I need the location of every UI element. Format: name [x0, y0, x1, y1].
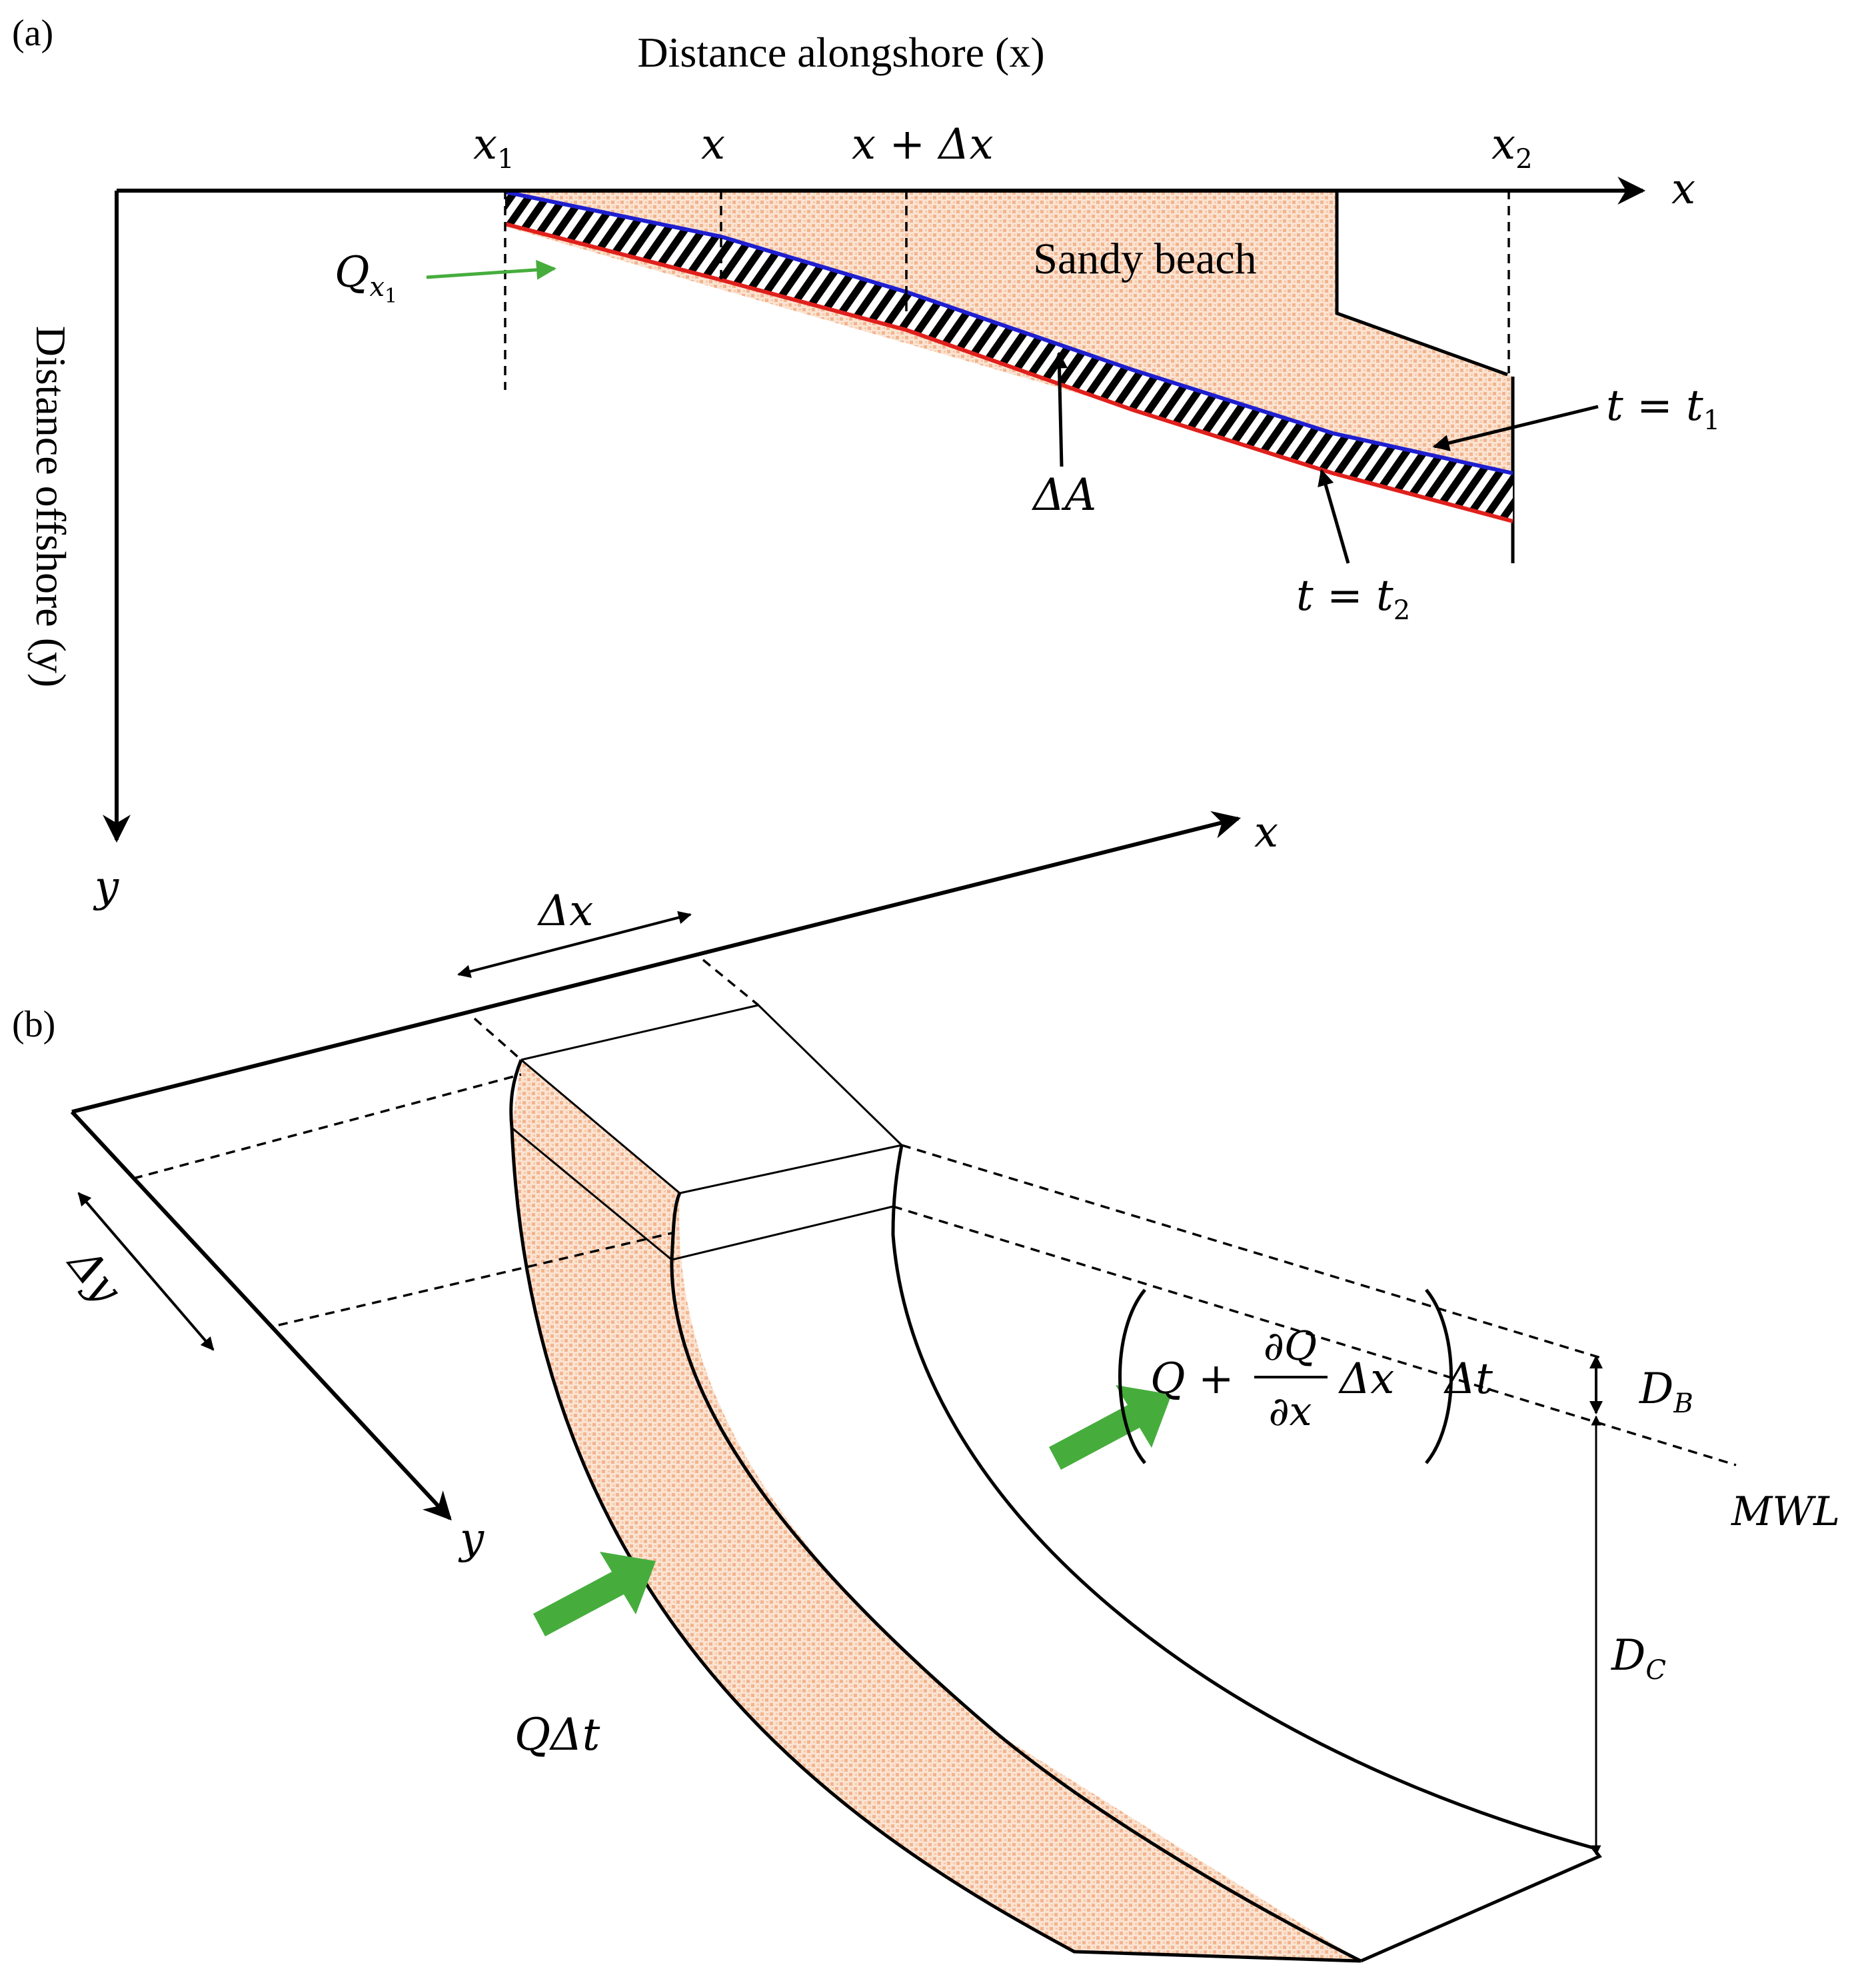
shoreline-t1	[504, 190, 1513, 475]
panel-a: (a) Distance alongshore (x) x y Distance…	[12, 13, 1720, 912]
profile-block-top	[511, 1004, 903, 1261]
dy-label: Δy	[57, 1238, 131, 1314]
tick-x-plus-dx: x + Δx	[852, 120, 994, 169]
panel-b-y-var: y	[458, 1514, 484, 1564]
delta-a-pointer	[1051, 351, 1068, 467]
panel-b: (b) x y	[12, 808, 1840, 1963]
groyne-outline	[1335, 190, 1508, 377]
dx-dimension-arrow	[457, 911, 692, 979]
mwl-label: MWL	[1731, 1488, 1840, 1535]
tick-x: x	[701, 120, 725, 169]
outflow-q: Q	[1150, 1354, 1185, 1404]
flux-label-qx1: Qx1	[335, 248, 397, 308]
flux-arrow-qx1	[426, 259, 556, 280]
panel-b-label: (b)	[12, 1004, 55, 1045]
panel-b-x-axis	[71, 811, 1242, 1114]
axis-y-var: y	[93, 863, 119, 912]
outflow-plus: +	[1198, 1354, 1234, 1404]
inflow-arrow	[533, 1552, 656, 1636]
tick-x2: x2	[1491, 120, 1533, 175]
dc-label: DC	[1611, 1631, 1666, 1686]
panel-a-title: Distance alongshore (x)	[637, 29, 1044, 76]
t2-label: t = t2	[1296, 571, 1410, 626]
offshore-axis-label: Distance offshore (y)	[27, 326, 75, 688]
outflow-expression: Q + ∂Q ∂x Δx Δt	[1118, 1288, 1493, 1464]
profile-sand-face	[512, 1060, 1361, 1961]
outflow-dx: Δx	[1338, 1354, 1394, 1404]
section-lines	[504, 190, 1510, 390]
sandy-beach-label: Sandy beach	[1033, 235, 1256, 283]
axis-x-var: x	[1671, 165, 1695, 214]
dx-label: Δx	[536, 887, 593, 936]
t1-pointer	[1432, 405, 1599, 451]
panel-a-label: (a)	[12, 13, 53, 54]
inflow-label: QΔt	[514, 1709, 600, 1760]
tick-x1: x1	[473, 120, 514, 175]
db-label: DB	[1639, 1364, 1693, 1419]
panel-b-guides	[133, 959, 1737, 1466]
outflow-numerator: ∂Q	[1264, 1323, 1317, 1370]
delta-a-label: ΔA	[1031, 469, 1096, 521]
t1-label: t = t1	[1606, 381, 1720, 436]
panel-b-x-var: x	[1254, 808, 1278, 857]
right-paren	[1425, 1288, 1453, 1464]
shoreline-t2	[504, 222, 1513, 523]
t2-pointer	[1318, 469, 1350, 564]
panel-b-y-axis	[70, 1110, 452, 1521]
dy-dimension-arrow	[77, 1192, 215, 1351]
area-change-hatch	[505, 192, 1513, 521]
left-paren	[1118, 1288, 1146, 1464]
outflow-dt: Δt	[1443, 1354, 1493, 1404]
outflow-denominator: ∂x	[1269, 1388, 1312, 1435]
outflow-arrow	[1049, 1385, 1172, 1470]
